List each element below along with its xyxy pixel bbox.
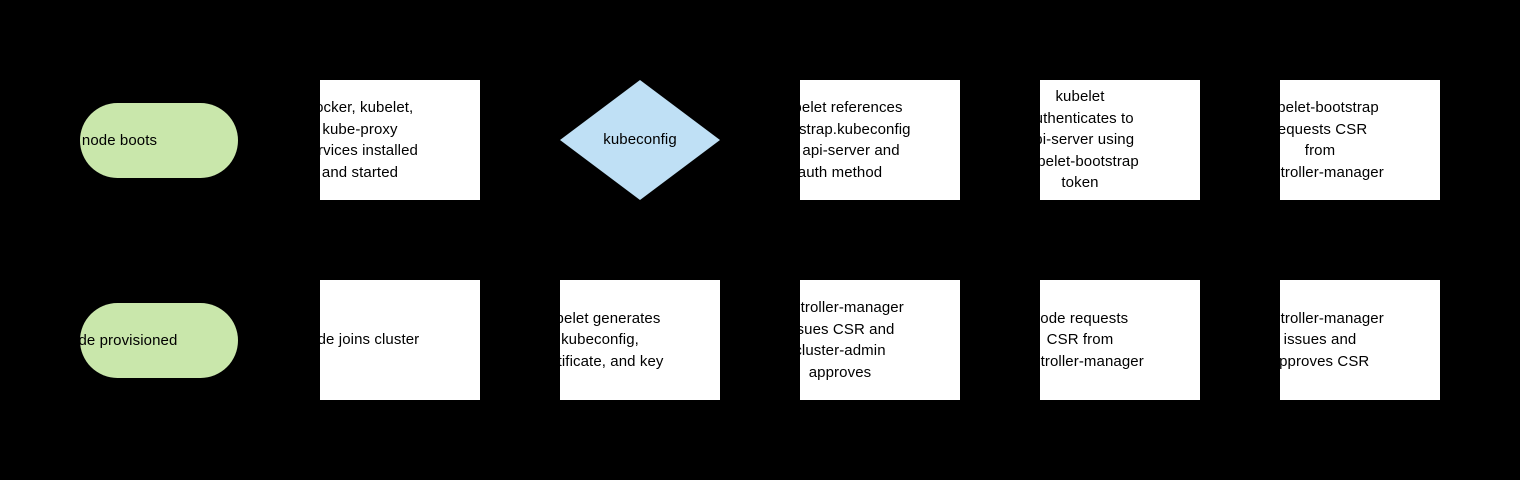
diamond-shape-icon (560, 80, 720, 200)
flow-node-label: controller-manager issues and approves C… (1256, 309, 1384, 370)
flow-node-label: node requests CSR from controller-manage… (1016, 309, 1144, 370)
flow-node-controller-manager-issues-csr[interactable]: controller-manager issues CSR and cluste… (776, 280, 960, 400)
flow-node-label: node boots (81, 131, 158, 149)
flow-node-label: controller-manager issues CSR and cluste… (776, 299, 904, 381)
flow-node-kubeconfig-decision[interactable]: kubeconfig (560, 80, 720, 200)
flow-node-kubelet-generates-kubeconfig[interactable]: kubelet generates kubeconfig, certificat… (536, 280, 720, 400)
flow-node-label: kubelet authenticates to api-server usin… (1021, 88, 1139, 192)
flow-node-controller-manager-issues-approves[interactable]: controller-manager issues and approves C… (1256, 280, 1440, 400)
flow-node-node-joins-cluster[interactable]: node joins cluster (301, 280, 480, 400)
flow-node-services-installed[interactable]: docker, kubelet, kube-proxy services ins… (302, 80, 480, 200)
flow-node-label: node provisioned (61, 331, 178, 349)
flow-node-label: kubelet references bootstrap.kubeconfig … (769, 99, 911, 181)
flow-node-label: kubeconfig (603, 131, 677, 149)
flow-node-label: node joins cluster (300, 331, 420, 349)
flow-node-kubelet-authenticates[interactable]: kubelet authenticates to api-server usin… (1021, 80, 1200, 200)
flow-node-label: docker, kubelet, kube-proxy services ins… (301, 99, 418, 181)
flow-node-kubelet-references-bootstrap[interactable]: kubelet references bootstrap.kubeconfig … (769, 80, 960, 200)
flow-node-label: kubelet generates kubeconfig, certificat… (536, 309, 664, 370)
flow-node-node-requests-csr[interactable]: node requests CSR from controller-manage… (1016, 280, 1200, 400)
flow-node-node-provisioned[interactable]: node provisioned (62, 303, 238, 378)
flow-node-kubelet-bootstrap-requests-csr[interactable]: kubelet-bootstrap requests CSR from cont… (1256, 80, 1440, 200)
flow-node-label: kubelet-bootstrap requests CSR from cont… (1256, 99, 1384, 181)
flow-node-node-boots[interactable]: node boots (80, 103, 238, 178)
